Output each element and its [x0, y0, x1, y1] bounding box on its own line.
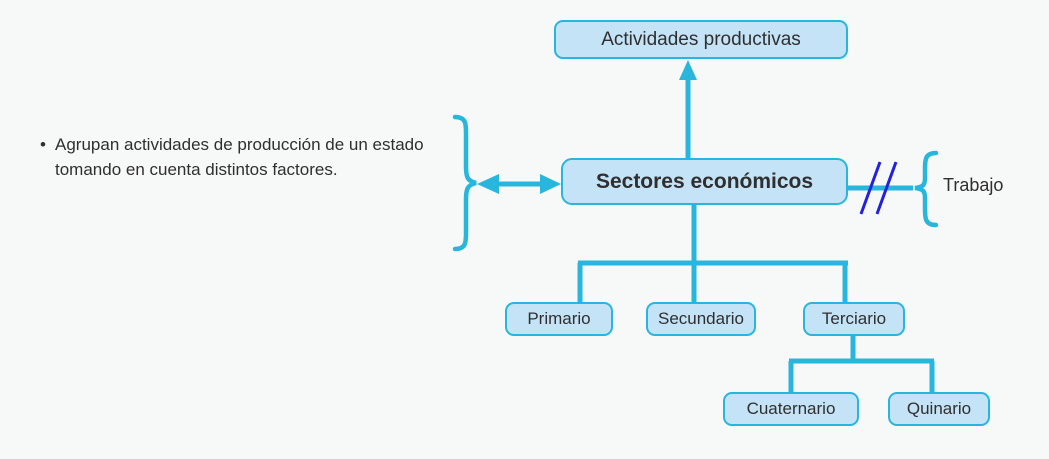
- note-brace: [452, 114, 477, 252]
- node-terciario[interactable]: Terciario: [803, 302, 905, 336]
- note-block: • Agrupan actividades de producción de u…: [40, 132, 464, 182]
- node-cuaternario[interactable]: Cuaternario: [723, 392, 859, 426]
- node-secundario[interactable]: Secundario: [646, 302, 756, 336]
- node-label: Actividades productivas: [601, 28, 801, 50]
- node-label: Cuaternario: [746, 399, 836, 418]
- node-sectores-economicos[interactable]: Sectores económicos: [561, 158, 848, 205]
- slash-mark-1: [859, 161, 882, 215]
- node-actividades-productivas[interactable]: Actividades productivas: [554, 20, 848, 59]
- edge-central-to-trabajo: [848, 161, 913, 215]
- label-trabajo: Trabajo: [943, 175, 1004, 195]
- node-label: Sectores económicos: [595, 169, 814, 193]
- edge-note-central-doublearrow: [477, 174, 561, 194]
- node-quinario[interactable]: Quinario: [888, 392, 990, 426]
- note-bullet: •: [40, 135, 46, 154]
- edge-central-to-sectors: [577, 205, 848, 302]
- note-text: Agrupan actividades de producción de un …: [55, 135, 424, 179]
- node-label: Terciario: [821, 309, 887, 328]
- slash-mark-2: [875, 161, 898, 215]
- edge-central-to-top: [679, 60, 697, 158]
- node-label: Secundario: [657, 309, 744, 328]
- node-primario[interactable]: Primario: [505, 302, 613, 336]
- edge-terciario-to-children: [788, 336, 935, 392]
- node-label: Quinario: [906, 399, 972, 418]
- node-label: Primario: [527, 309, 591, 328]
- trabajo-brace: [914, 150, 939, 228]
